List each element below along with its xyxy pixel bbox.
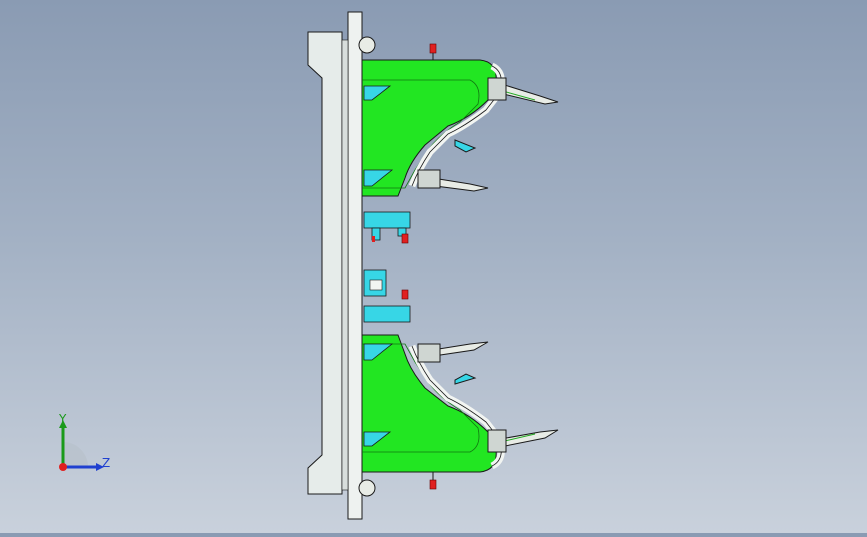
triad-graphic bbox=[59, 420, 104, 471]
x-axis-origin bbox=[59, 463, 67, 471]
locator-ball-bottom bbox=[358, 479, 376, 497]
toggle-clamp-3 bbox=[417, 341, 489, 385]
toggle-clamp-2 bbox=[417, 139, 489, 192]
support-block-3 bbox=[363, 343, 394, 361]
pin-red-1 bbox=[429, 43, 437, 54]
coordinate-triad: Y Z bbox=[48, 412, 118, 482]
pin-red-2 bbox=[401, 233, 409, 244]
toggle-clamp-1 bbox=[487, 77, 559, 105]
support-block-2 bbox=[363, 169, 394, 187]
mounting-rail bbox=[347, 11, 363, 520]
support-block-4 bbox=[363, 431, 392, 447]
triad-y-label: Y bbox=[59, 412, 67, 426]
part-lower bbox=[361, 334, 497, 473]
clamp-unit-upper bbox=[363, 211, 411, 229]
pin-red-3 bbox=[401, 289, 409, 300]
base-plate bbox=[307, 31, 343, 495]
toggle-clamp-4 bbox=[487, 429, 559, 453]
locator-ball-top bbox=[358, 36, 376, 54]
support-block-1 bbox=[363, 85, 392, 101]
pin-red-4 bbox=[429, 479, 437, 490]
triad-z-label: Z bbox=[102, 456, 111, 470]
clamp-unit-lower bbox=[363, 305, 411, 323]
